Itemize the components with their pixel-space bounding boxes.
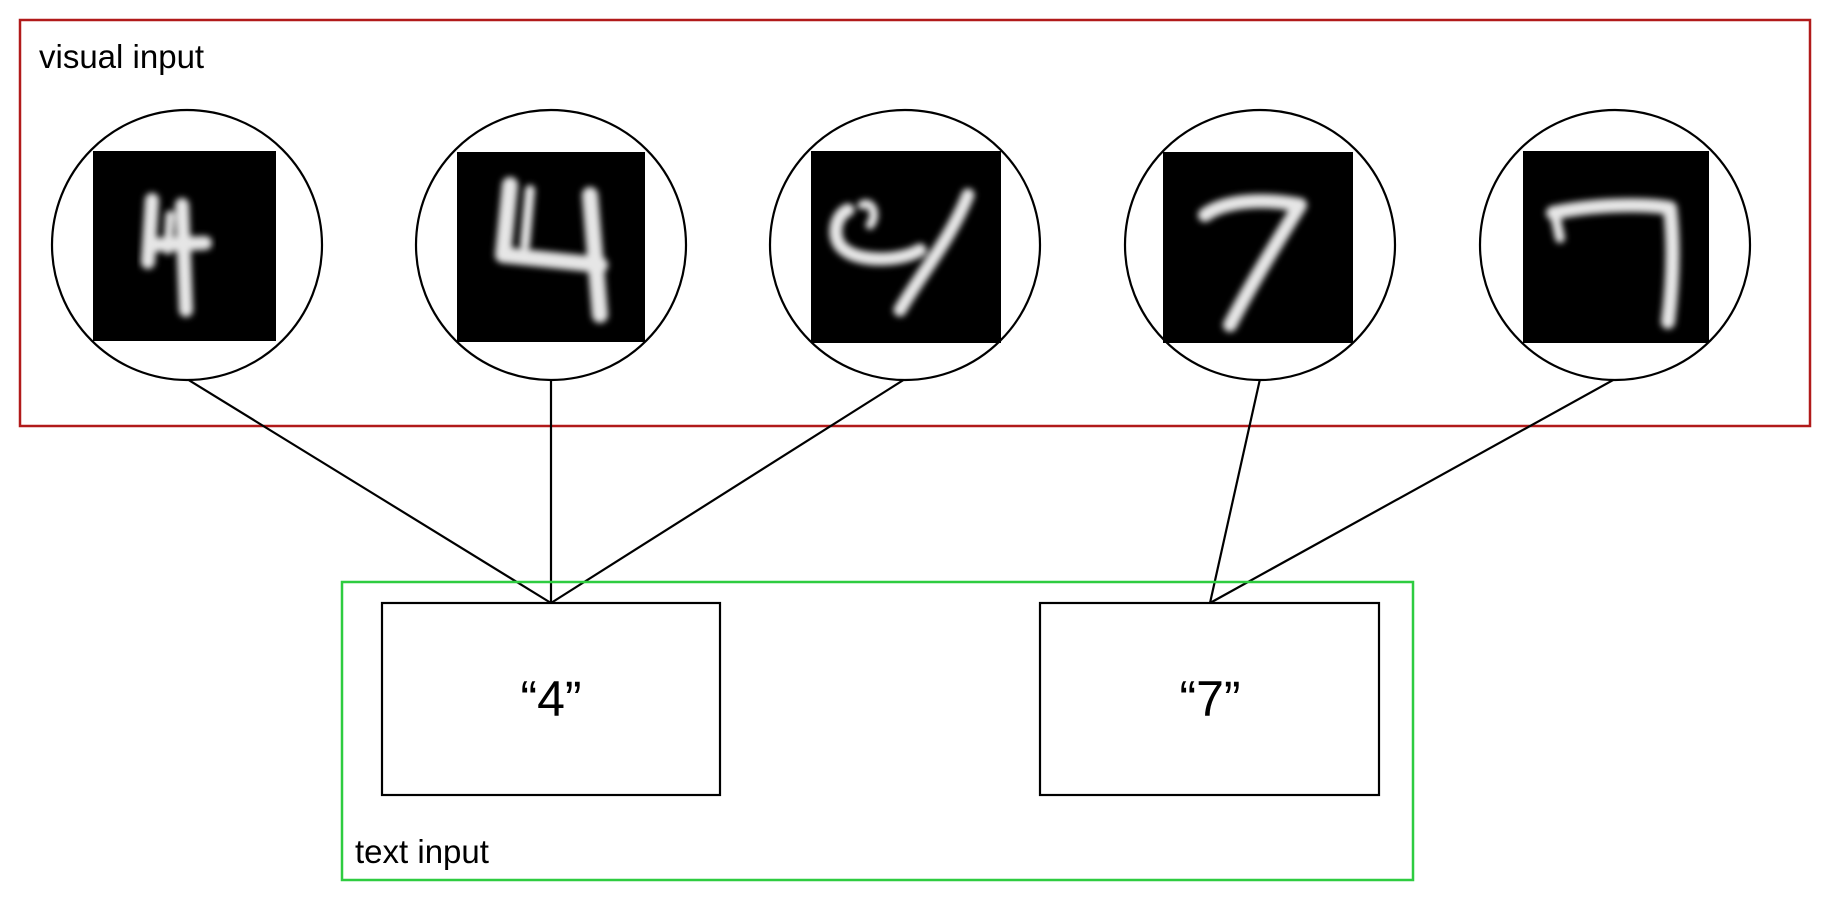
digit-image (1163, 152, 1353, 343)
visual-input-frame (18, 18, 1812, 428)
digit-4-glyph (141, 193, 212, 317)
digit-image-node-5 (1478, 108, 1752, 382)
digit-4-glyph (829, 188, 975, 317)
digit-image-node-2 (414, 108, 688, 382)
text-box-7 (1038, 601, 1381, 797)
text-box-4 (380, 601, 722, 797)
connector-lines (186, 378, 1616, 604)
digit-image (457, 152, 645, 342)
connector-line-3 (550, 378, 906, 604)
connector-line-4 (1208, 378, 1262, 604)
visual-input-label: visual input (39, 38, 204, 75)
digit-image-node-3 (768, 108, 1042, 382)
digit-image-node-1 (50, 108, 324, 382)
text-input-frame (340, 580, 1415, 882)
digit-4-glyph (495, 177, 608, 323)
text-input-label: text input (355, 833, 489, 870)
digit-7-glyph (1198, 194, 1307, 332)
digit-image-node-4 (1123, 108, 1397, 382)
digit-7-glyph (1546, 198, 1680, 329)
text-box-7-label: “7” (1179, 671, 1240, 727)
digit-image (1523, 151, 1709, 343)
connector-line-1 (186, 378, 552, 604)
text-box-4-label: “4” (520, 671, 581, 727)
connector-line-5 (1209, 378, 1616, 604)
